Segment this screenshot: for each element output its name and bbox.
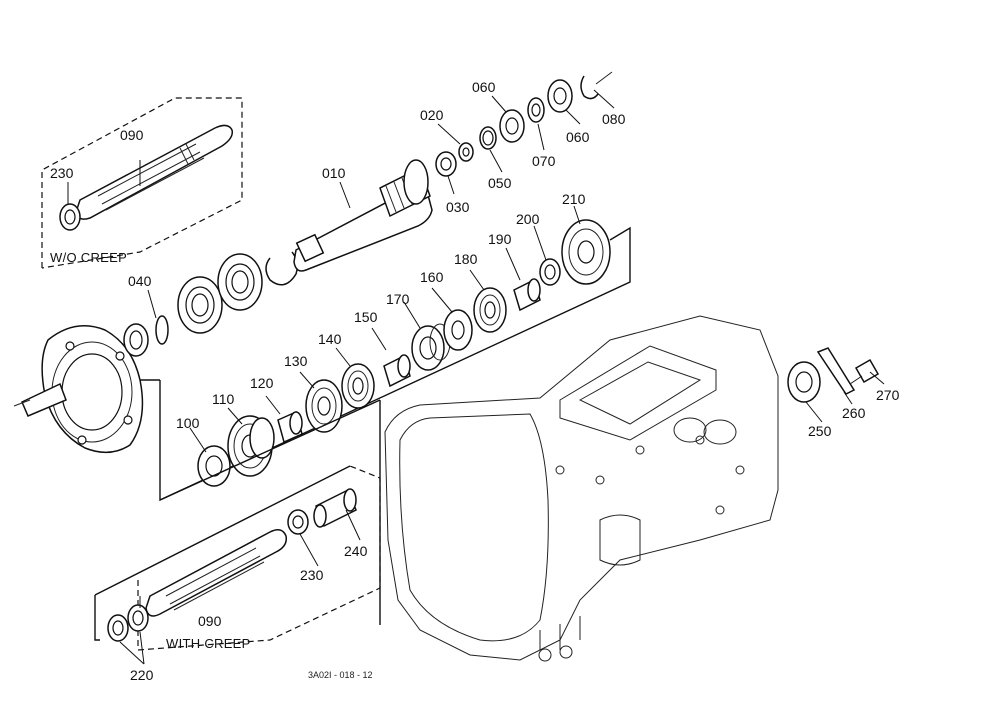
part-070-ring: [527, 97, 545, 123]
part-020-ring: [458, 142, 474, 162]
part-260-plate: [816, 347, 856, 395]
lower-outline-left: [94, 595, 100, 641]
part-270-bolt: [849, 358, 880, 385]
drawing-reference: 3A02I - 018 - 12: [308, 670, 373, 680]
part-030-collar: [435, 151, 457, 177]
part-200-ring: [539, 258, 561, 286]
part-190-bearing: [513, 278, 541, 312]
part-170-hub: [411, 323, 451, 371]
flange-housing: [13, 325, 144, 454]
bearing-large-2: [217, 253, 263, 311]
part-120-sleeve: [277, 410, 303, 444]
case-outline: [384, 315, 779, 661]
label-180: 180: [454, 251, 478, 267]
label-220: 220: [130, 667, 154, 683]
bearing-large-1: [177, 276, 223, 334]
part-230-washer-lower: [287, 509, 309, 535]
part-040-bearing: [123, 315, 169, 357]
part-060-bearing-b: [547, 79, 573, 113]
part-labels: 090 230 010 020 030 040 050 060 070 060 …: [50, 79, 900, 683]
snap-ring: [265, 251, 299, 286]
label-090-lower: 090: [198, 613, 222, 629]
part-160-gear: [443, 309, 473, 351]
label-130: 130: [284, 353, 308, 369]
part-210-gear: [561, 219, 611, 285]
part-180-gear: [473, 287, 507, 333]
without-creep-group: [41, 97, 243, 269]
part-110-gear: [227, 415, 275, 477]
with-creep-group: [94, 465, 381, 651]
label-150: 150: [354, 309, 378, 325]
part-050-snap-ring: [479, 126, 497, 150]
gear-train-outline: [159, 226, 631, 502]
without-creep-box: [41, 97, 243, 269]
label-160: 160: [420, 269, 444, 285]
part-060-bearing-a: [499, 109, 525, 143]
label-170: 170: [386, 291, 410, 307]
part-090-shaft-lower: [145, 529, 288, 617]
transmission-case: [159, 315, 779, 662]
part-250-seal: [787, 361, 821, 403]
label-120: 120: [250, 375, 274, 391]
part-140-gear: [341, 363, 375, 409]
label-070: 070: [532, 153, 556, 169]
label-090-upper: 090: [120, 127, 144, 143]
part-230-washer-upper: [59, 203, 81, 231]
label-210: 210: [562, 191, 586, 207]
countershaft-gear-train: [140, 219, 631, 502]
part-080-circlip: [580, 71, 613, 100]
label-230-upper: 230: [50, 165, 74, 181]
label-190: 190: [488, 231, 512, 247]
label-200: 200: [516, 211, 540, 227]
case-top-opening: [559, 345, 717, 441]
part-150-sleeve: [383, 354, 411, 388]
upper-shaft-assembly: [13, 71, 613, 454]
label-100: 100: [176, 415, 200, 431]
label-230-lower: 230: [300, 567, 324, 583]
with-creep-box: [137, 465, 381, 651]
note-without-creep: W/O CREEP: [50, 250, 127, 265]
case-bell-flange: [399, 413, 549, 642]
part-010-main-shaft: [293, 159, 433, 272]
label-050: 050: [488, 175, 512, 191]
label-060-a: 060: [472, 79, 496, 95]
part-240-sleeve: [313, 488, 357, 528]
label-060-b: 060: [566, 129, 590, 145]
label-010: 010: [322, 165, 346, 181]
label-040: 040: [128, 273, 152, 289]
label-260: 260: [842, 405, 866, 421]
part-220-bearings: [107, 604, 149, 642]
label-080: 080: [602, 111, 626, 127]
label-250: 250: [808, 423, 832, 439]
label-270: 270: [876, 387, 900, 403]
callout-lines: [67, 89, 885, 665]
label-240: 240: [344, 543, 368, 559]
label-140: 140: [318, 331, 342, 347]
label-020: 020: [420, 107, 444, 123]
part-130-gear: [305, 379, 343, 433]
label-110: 110: [212, 391, 235, 407]
note-with-creep: WITH CREEP: [166, 636, 251, 651]
label-030: 030: [446, 199, 470, 215]
